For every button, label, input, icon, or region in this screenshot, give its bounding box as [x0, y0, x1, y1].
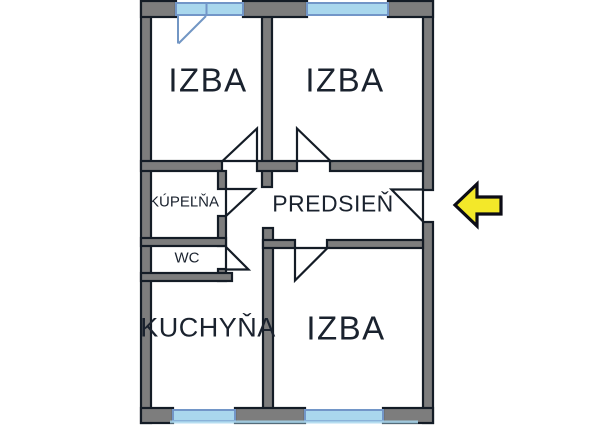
- wall-hall-top-left: [139, 159, 224, 173]
- left-arrow-icon[interactable]: [452, 180, 503, 230]
- window-bottom-left: [172, 409, 236, 422]
- wall-bathroom-right-upper: [216, 169, 228, 191]
- room-label-predsien: PREDSIEŇ: [272, 190, 394, 217]
- room-label-izba-top-left: IZBA: [168, 61, 248, 99]
- balcony-door-swing-icon: [177, 15, 207, 45]
- wall-top-pier-left: [139, 0, 178, 19]
- wall-hall-bottom-right: [325, 238, 425, 250]
- door-swings: [219, 125, 425, 284]
- wall-hall-top-mid: [255, 159, 299, 173]
- wall-wc-bottom: [139, 271, 234, 283]
- door-wc-icon: [224, 244, 252, 271]
- door-entry-icon: [388, 188, 425, 225]
- wall-hall-bottom-left: [261, 238, 297, 250]
- window-top-left: [175, 2, 244, 16]
- room-label-kuchyna: KUCHYŇA: [140, 312, 276, 343]
- room-label-izba-bottom: IZBA: [306, 309, 386, 347]
- wall-bottom-pier-left: [139, 406, 175, 425]
- door-izba-top-left-icon: [219, 125, 259, 163]
- wall-bathroom-wc: [139, 236, 228, 248]
- wall-hall-top-right: [328, 159, 425, 173]
- wall-outer-left: [139, 0, 153, 425]
- window-top-right: [306, 2, 389, 16]
- room-label-wc: WC: [174, 249, 200, 267]
- wall-outer-right-lower: [421, 220, 435, 425]
- wall-top-pier-center: [241, 0, 309, 19]
- room-label-kupelna: KÚPEĽŇA: [148, 193, 220, 211]
- door-izba-top-right-icon: [295, 125, 334, 163]
- door-bathroom-icon: [224, 187, 258, 219]
- room-label-izba-top-right: IZBA: [305, 61, 385, 99]
- wall-outer-right-upper: [421, 0, 435, 192]
- windows: [170, 2, 418, 424]
- wall-divider-top-rooms: [260, 0, 274, 189]
- door-izba-bottom-icon: [293, 246, 331, 284]
- window-sill-line: [170, 420, 418, 424]
- wall-top-pier-right: [386, 0, 435, 19]
- window-bottom-right: [304, 409, 384, 422]
